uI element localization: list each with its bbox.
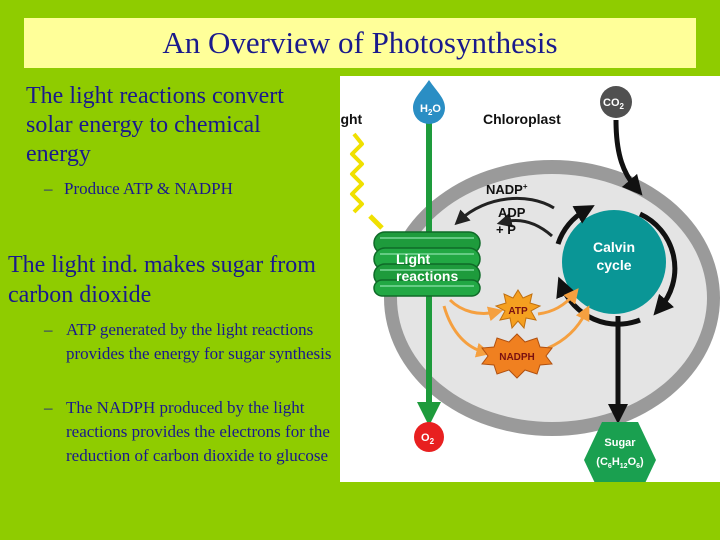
- nadph-label: NADPH: [499, 352, 535, 363]
- light-reactions-label-2: reactions: [396, 268, 458, 284]
- adp-label-1: ADP: [498, 205, 526, 220]
- diagram-svg: Light Chloroplast H2O Light reactions O2…: [340, 80, 720, 482]
- sub-bullet-atp-nadph: Produce ATP & NADPH: [44, 178, 334, 200]
- sugar-formula: (C6H12O6): [596, 456, 644, 470]
- light-reactions-thylakoids: [373, 231, 481, 297]
- atp-flow-arrow-out: [537, 288, 579, 316]
- calvin-label-1: Calvin: [593, 239, 635, 255]
- atp-burst-icon: [494, 289, 542, 330]
- light-arrow-icon: [368, 214, 384, 230]
- h2o-drop-icon: [413, 80, 445, 124]
- light-reactions-label-1: Light: [396, 251, 431, 267]
- sub-bullet-nadph-electrons: The NADPH produced by the light reaction…: [44, 396, 338, 468]
- bullet-light-reactions: The light reactions convert solar energy…: [26, 83, 284, 167]
- o2-ball-icon: [414, 422, 444, 452]
- calvin-cycle-arrow-right: [638, 211, 678, 316]
- sub-bullet-atp-energy: ATP generated by the light reactions pro…: [44, 318, 338, 366]
- adp-return-arrow: [496, 212, 553, 238]
- adp-label-2: + P: [496, 222, 516, 237]
- atp-label: ATP: [508, 306, 528, 317]
- nadph-burst-icon: [481, 333, 553, 379]
- calvin-label-2: cycle: [596, 257, 631, 273]
- co2-label: CO2: [603, 97, 625, 111]
- o2-label: O2: [421, 432, 435, 446]
- atp-flow-arrow-in: [448, 298, 504, 322]
- nadph-flow-arrow-out: [547, 305, 590, 350]
- h2o-label: H2O: [420, 103, 441, 117]
- chloroplast-label: Chloroplast: [483, 111, 561, 127]
- slide-title: An Overview of Photosynthesis: [162, 25, 558, 60]
- photosynthesis-diagram: Light Chloroplast H2O Light reactions O2…: [340, 76, 720, 482]
- light-label: Light: [340, 111, 363, 127]
- nadp-label: NADP+: [486, 182, 528, 197]
- co2-input-arrow: [613, 119, 643, 196]
- co2-ball-icon: [600, 86, 632, 118]
- calvin-cycle-circle: [562, 210, 666, 314]
- calvin-cycle-arrow-left: [555, 205, 595, 245]
- sugar-hexagon-icon: [584, 422, 656, 482]
- sugar-label: Sugar: [604, 437, 636, 449]
- nadp-return-arrow: [454, 196, 555, 226]
- title-bar: An Overview of Photosynthesis: [24, 18, 696, 68]
- chloroplast-stroma: [397, 174, 707, 422]
- bullet-light-independent: The light ind. makes sugar from carbon d…: [8, 252, 316, 308]
- nadph-flow-arrow-in: [442, 305, 492, 358]
- light-wave: [350, 132, 364, 214]
